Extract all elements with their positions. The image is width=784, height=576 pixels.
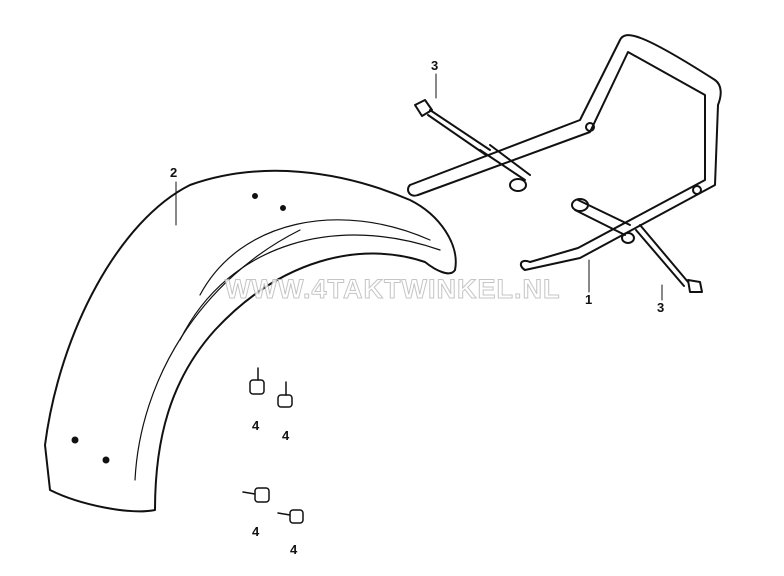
label-fender: 2 <box>170 165 178 180</box>
label-nut-b: 4 <box>282 428 290 443</box>
label-nut-a: 4 <box>252 418 260 433</box>
nuts <box>242 367 304 524</box>
rear-fender <box>44 169 457 513</box>
label-bracket: 1 <box>585 292 593 307</box>
label-bolt-lower: 3 <box>657 300 665 315</box>
bolt-lower <box>635 224 703 293</box>
bolt-upper <box>414 99 491 156</box>
carrier-bracket <box>407 34 722 271</box>
label-nut-c: 4 <box>252 524 260 539</box>
label-nut-d: 4 <box>290 542 298 557</box>
label-bolt-upper: 3 <box>431 58 439 73</box>
watermark: WWW.4TAKTWINKEL.NL <box>224 274 561 305</box>
